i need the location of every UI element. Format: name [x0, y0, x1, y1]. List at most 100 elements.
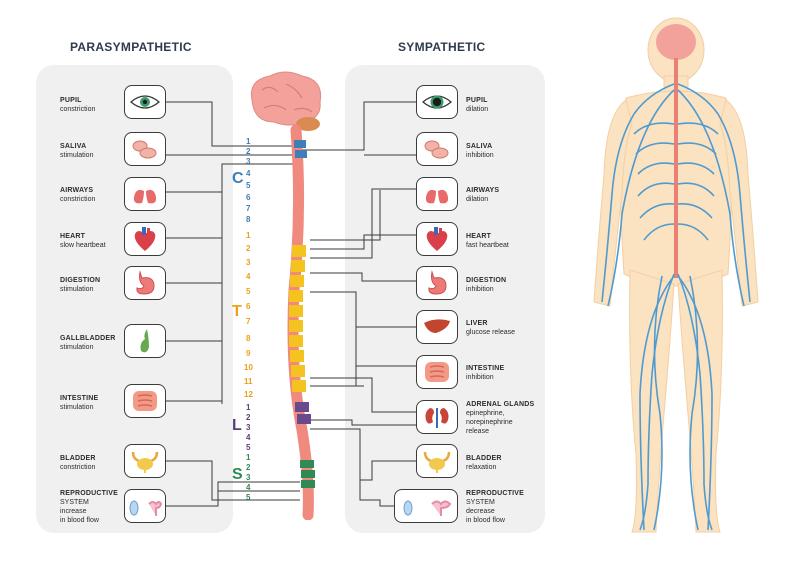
- bladder-icon-box: [124, 444, 166, 478]
- salivary-gland-icon-box: [416, 132, 458, 166]
- liver-icon-box: [416, 310, 458, 344]
- lumbar-segments: [295, 402, 311, 424]
- cervical-segments: [294, 140, 307, 158]
- heart-icon: [134, 227, 156, 251]
- thoracic-letter: T: [232, 303, 242, 320]
- t-num: 5: [246, 287, 251, 296]
- cervical-letter: C: [232, 170, 244, 187]
- lungs-icon-box: [124, 177, 166, 211]
- salivary-gland-icon: [132, 140, 157, 159]
- t-num: 8: [246, 334, 251, 343]
- c-num: 6: [246, 193, 251, 202]
- sympathetic-heading: SYMPATHETIC: [398, 40, 486, 54]
- reproductive-icon-box: [394, 489, 458, 523]
- stomach-icon: [428, 270, 447, 295]
- salivary-gland-icon-box: [124, 132, 166, 166]
- heart-icon: [426, 227, 448, 251]
- s-num: 2: [246, 463, 251, 472]
- l-num: 2: [246, 413, 251, 422]
- c-num: 7: [246, 204, 251, 213]
- eye-icon: [130, 95, 160, 109]
- reproductive-icon: [403, 500, 452, 516]
- intestine-icon-box: [416, 355, 458, 389]
- l-num: 5: [246, 443, 251, 452]
- stomach-icon-box: [416, 266, 458, 300]
- t-num: 4: [246, 272, 251, 281]
- s-num: 4: [246, 483, 251, 492]
- t-num: 7: [246, 317, 251, 326]
- s-num: 5: [246, 493, 251, 502]
- lungs-icon: [133, 184, 157, 204]
- stomach-icon-box: [124, 266, 166, 300]
- liver-icon: [424, 319, 450, 333]
- lungs-icon-box: [416, 177, 458, 211]
- spinal-cord: [287, 124, 314, 520]
- stomach-icon: [136, 270, 155, 295]
- l-num: 4: [246, 433, 251, 442]
- kidneys-icon-box: [416, 400, 458, 434]
- gallbladder-icon-box: [124, 324, 166, 358]
- thoracic-segments: [289, 245, 306, 392]
- reproductive-icon-box: [124, 489, 166, 523]
- bladder-icon: [423, 451, 451, 473]
- bladder-icon: [131, 451, 159, 473]
- eye-icon-box: [416, 85, 458, 119]
- c-num: 1: [246, 137, 251, 146]
- c-num: 5: [246, 181, 251, 190]
- gallbladder-icon: [140, 329, 149, 353]
- t-num: 11: [244, 377, 253, 386]
- t-num: 1: [246, 231, 251, 240]
- reproductive-icon: [129, 500, 163, 516]
- sacral-segments: [300, 460, 315, 488]
- s-num: 1: [246, 453, 251, 462]
- kidneys-icon: [425, 408, 449, 428]
- t-num: 10: [244, 363, 253, 372]
- lungs-icon: [425, 184, 449, 204]
- intestine-icon-box: [124, 384, 166, 418]
- c-num: 3: [246, 157, 251, 166]
- salivary-gland-icon: [424, 140, 449, 159]
- lumbar-letter: L: [232, 417, 242, 434]
- bladder-icon-box: [416, 444, 458, 478]
- sacral-letter: S: [232, 466, 243, 483]
- heart-icon-box: [416, 222, 458, 256]
- c-num: 4: [246, 169, 251, 178]
- l-num: 1: [246, 403, 251, 412]
- human-body-nervous-system: [593, 17, 759, 533]
- brain-spinal-cord: [250, 71, 322, 520]
- intestine-icon: [133, 391, 157, 411]
- t-num: 9: [246, 349, 251, 358]
- t-num: 12: [244, 390, 253, 399]
- peripheral-nerves: [601, 83, 751, 531]
- s-num: 3: [246, 473, 251, 482]
- l-num: 3: [246, 423, 251, 432]
- eye-icon: [422, 95, 452, 109]
- brain-icon: [656, 24, 696, 60]
- c-num: 8: [246, 215, 251, 224]
- t-num: 2: [246, 244, 251, 253]
- brain-icon: [250, 71, 322, 126]
- heart-icon-box: [124, 222, 166, 256]
- eye-icon-box: [124, 85, 166, 119]
- intestine-icon: [425, 362, 449, 382]
